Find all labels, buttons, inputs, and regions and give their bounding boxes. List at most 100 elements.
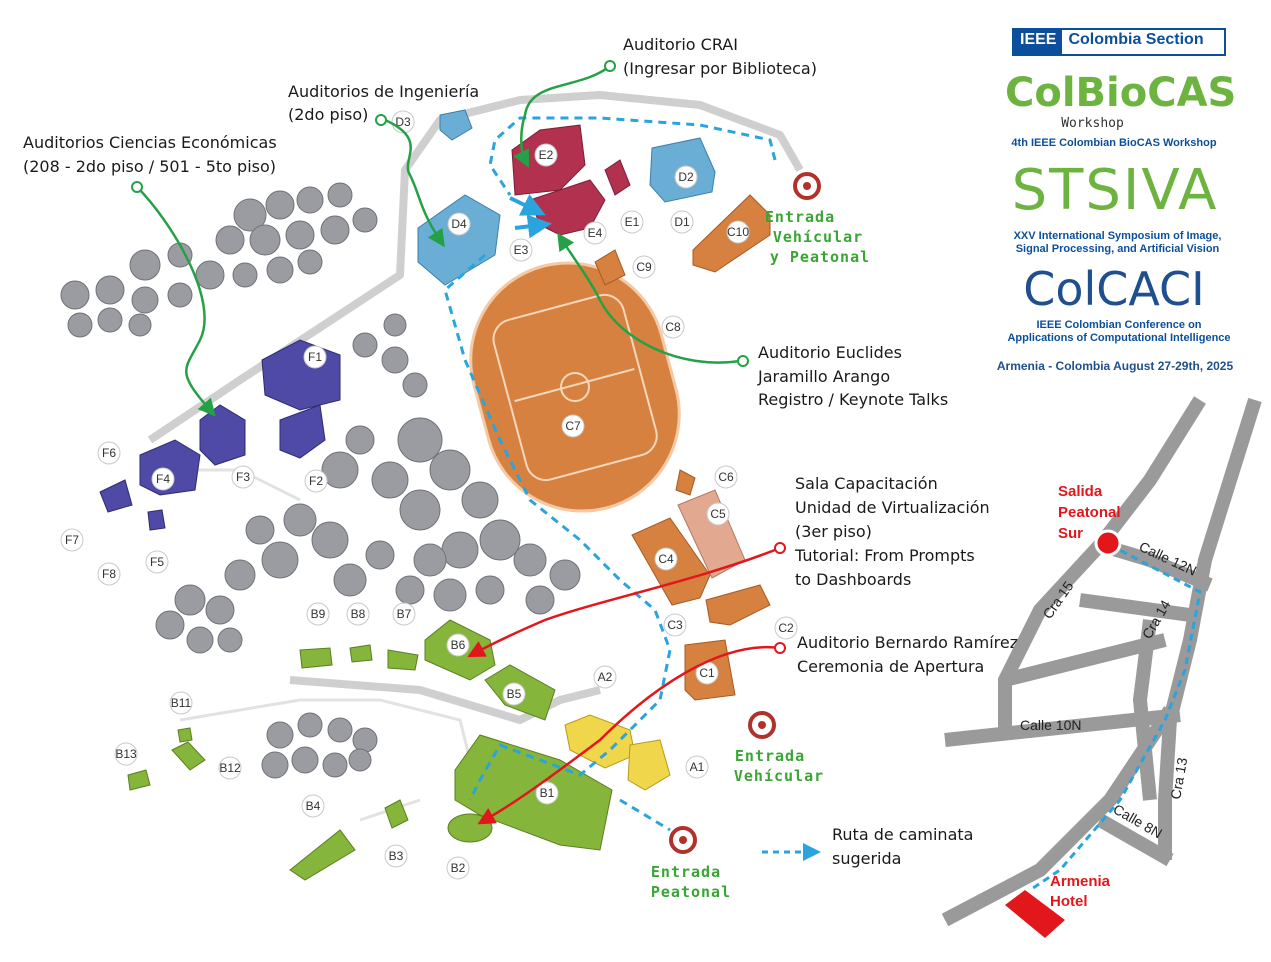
ieee-text: IEEE — [1014, 30, 1063, 54]
building-code-b5: B5 — [507, 687, 522, 701]
hotel-line2: Hotel — [1050, 893, 1088, 910]
building-code-f7: F7 — [65, 533, 79, 547]
building-code-b6: B6 — [451, 638, 466, 652]
building-code-f2: F2 — [309, 474, 323, 488]
building-code-d3: D3 — [395, 115, 411, 129]
green-buildings — [127, 619, 613, 881]
entrance-p-line2: Peatonal — [651, 883, 731, 901]
label-crai-1: Auditorio CRAI — [623, 35, 738, 54]
crai-building — [511, 124, 631, 236]
colombia-section-text: Colombia Section — [1068, 31, 1204, 48]
building-code-e3: E3 — [514, 243, 529, 257]
building-code-b12: B12 — [219, 761, 241, 775]
label-sala-3: (3er piso) — [795, 522, 872, 541]
suggested-route — [443, 116, 777, 832]
building-code-f1: F1 — [308, 350, 322, 364]
building-code-d4: D4 — [451, 217, 467, 231]
building-code-a1: A1 — [690, 760, 705, 774]
label-economicas-2: (208 - 2do piso / 501 - 5to piso) — [23, 157, 276, 176]
entrance-p-line1: Entrada — [651, 863, 721, 881]
building-code-f6: F6 — [102, 446, 116, 460]
building-code-d2: D2 — [678, 170, 694, 184]
colcaci-logo: ColCACI — [1023, 262, 1205, 316]
label-euclides-1: Auditorio Euclides — [758, 343, 902, 362]
colbiocas-subtitle: 4th IEEE Colombian BioCAS Workshop — [1011, 137, 1217, 149]
building-code-c10: C10 — [727, 225, 749, 239]
hotel-marker — [1005, 890, 1065, 938]
salida-line1: Salida — [1058, 483, 1103, 500]
label-bernardo-2: Ceremonia de Apertura — [797, 657, 984, 676]
label-crai-2: (Ingresar por Biblioteca) — [623, 59, 817, 78]
label-euclides-2: Jaramillo Arango — [757, 367, 890, 386]
salida-sur-marker — [1094, 529, 1122, 557]
building-code-c3: C3 — [667, 618, 683, 632]
building-code-e1: E1 — [625, 215, 640, 229]
label-sala-1: Sala Capacitación — [795, 474, 938, 493]
campus-roads — [147, 91, 804, 724]
workshop-text: Workshop — [1061, 116, 1124, 131]
stadium-c7 — [469, 261, 681, 513]
stsiva-subtitle-2: Signal Processing, and Artificial Vision — [1015, 243, 1220, 255]
label-sala-5: to Dashboards — [795, 570, 911, 589]
label-bernardo-1: Auditorio Bernardo Ramírez — [797, 633, 1018, 652]
building-code-c9: C9 — [636, 260, 652, 274]
building-code-b9: B9 — [311, 607, 326, 621]
entrance-v-line1: Entrada — [735, 747, 805, 765]
building-code-b2: B2 — [451, 861, 466, 875]
building-code-c5: C5 — [710, 507, 726, 521]
entrance-v-line2: Vehícular — [734, 767, 824, 785]
building-code-f3: F3 — [236, 470, 250, 484]
event-footer: Armenia - Colombia August 27-29th, 2025 — [996, 359, 1234, 373]
hotel-line1: Armenia — [1050, 873, 1111, 890]
building-code-d1: D1 — [674, 215, 690, 229]
label-ingenieria-2: (2do piso) — [288, 105, 368, 124]
label-euclides-3: Registro / Keynote Talks — [758, 390, 948, 409]
building-code-c4: C4 — [658, 552, 674, 566]
street-calle10n: Calle 10N — [1020, 717, 1081, 733]
red-arrows — [467, 546, 781, 825]
building-code-b7: B7 — [397, 607, 412, 621]
label-ingenieria-1: Auditorios de Ingeniería — [288, 82, 479, 101]
building-code-e4: E4 — [588, 226, 603, 240]
ieee-badge: IEEE Colombia Section — [1012, 28, 1226, 56]
entrance-vp-line1: Entrada — [765, 208, 835, 226]
building-code-f4: F4 — [156, 472, 170, 486]
building-code-b1: B1 — [540, 786, 555, 800]
building-code-c6: C6 — [718, 470, 734, 484]
building-code-c1: C1 — [699, 666, 715, 680]
building-code-c2: C2 — [778, 621, 794, 635]
street-cra13: Cra 13 — [1167, 756, 1190, 800]
building-code-a2: A2 — [598, 670, 613, 684]
stsiva-logo: STSIVA — [1011, 158, 1219, 223]
building-code-f5: F5 — [150, 555, 164, 569]
colcaci-subtitle-1: IEEE Colombian Conference on — [1036, 319, 1202, 331]
building-code-c7: C7 — [565, 419, 581, 433]
street-inset — [941, 396, 1262, 927]
building-code-b8: B8 — [351, 607, 366, 621]
legend-route-1: Ruta de caminata — [832, 825, 973, 844]
label-sala-4: Tutorial: From Prompts — [794, 546, 975, 565]
legend-route-2: sugerida — [832, 849, 901, 868]
green-arrows — [136, 65, 741, 417]
label-sala-2: Unidad de Virtualización — [795, 498, 990, 517]
stsiva-subtitle-1: XXV International Symposium of Image, — [1013, 230, 1222, 242]
building-code-b11: B11 — [171, 696, 192, 710]
salida-line2: Peatonal — [1058, 504, 1121, 521]
building-code-b13: B13 — [115, 747, 137, 761]
building-code-b3: B3 — [389, 849, 404, 863]
entrance-markers — [669, 172, 821, 854]
economics-buildings — [99, 339, 341, 531]
building-code-c8: C8 — [665, 320, 681, 334]
colcaci-subtitle-2: Applications of Computational Intelligen… — [1007, 332, 1231, 344]
salida-line3: Sur — [1058, 525, 1083, 542]
trees — [60, 182, 581, 779]
building-code-e2: E2 — [539, 148, 554, 162]
inset-route — [1029, 543, 1202, 892]
building-code-b4: B4 — [306, 799, 321, 813]
colbiocas-logo: ColBioCAS — [1005, 70, 1237, 116]
label-economicas-1: Auditorios Ciencias Económicas — [23, 133, 277, 152]
entrance-vp-line2: Vehícular — [773, 228, 863, 246]
building-code-f8: F8 — [102, 567, 116, 581]
